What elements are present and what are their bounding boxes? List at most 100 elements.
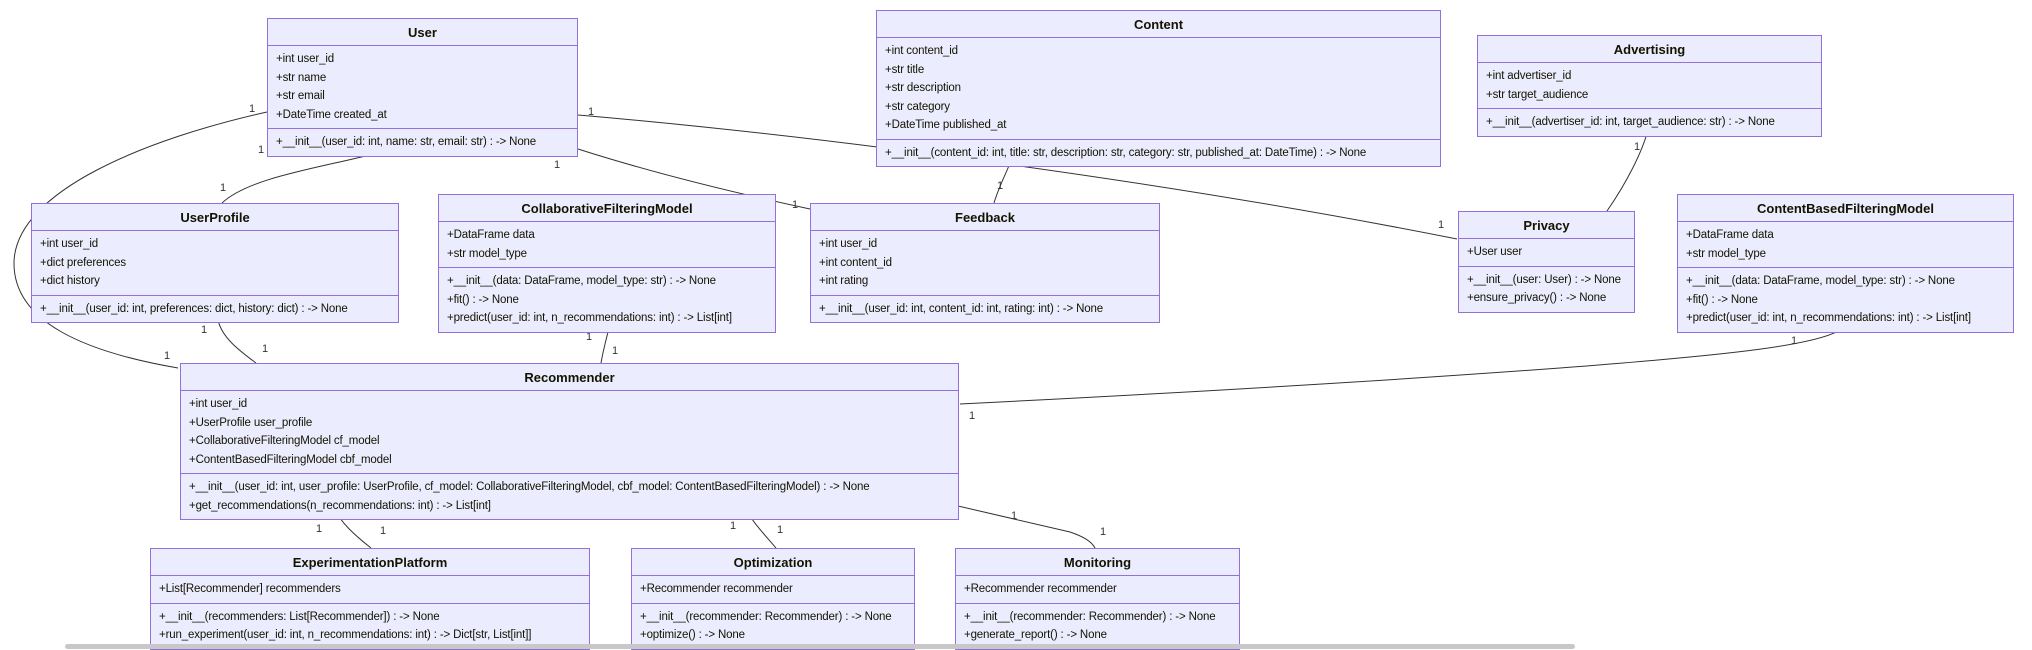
class-attributes: +int user_id+dict preferences+dict histo… bbox=[32, 231, 398, 296]
multiplicity-label: 1 bbox=[969, 410, 976, 422]
class-title: User bbox=[268, 19, 577, 46]
member-row: +dict preferences bbox=[40, 256, 126, 269]
member-row: +User user bbox=[1467, 246, 1523, 258]
class-attributes: +Recommender recommender bbox=[632, 576, 914, 604]
member-row: +ensure_privacy() : -> None bbox=[1467, 292, 1607, 304]
multiplicity-label: 1 bbox=[258, 144, 265, 156]
member-row: +Recommender recommender bbox=[640, 583, 793, 595]
member-row: +int user_id bbox=[276, 53, 334, 65]
member-row: +predict(user_id: int, n_recommendations… bbox=[447, 312, 732, 324]
multiplicity-label: 1 bbox=[730, 520, 737, 532]
member-row: +int user_id bbox=[40, 238, 98, 250]
class-user[interactable]: User +int user_id+str name+str email+Dat… bbox=[267, 18, 578, 157]
member-row: +__init__(user_id: int, content_id: int,… bbox=[819, 302, 1103, 315]
multiplicity-label: 1 bbox=[1100, 526, 1107, 538]
class-title: CollaborativeFilteringModel bbox=[439, 195, 775, 222]
edge-user-feedback bbox=[577, 148, 811, 210]
edge-userprofile-recommender bbox=[217, 319, 257, 364]
class-content[interactable]: Content +int content_id+str title+str de… bbox=[876, 10, 1441, 167]
class-privacy[interactable]: Privacy +User user +__init__(user: User)… bbox=[1458, 211, 1635, 313]
member-row: +DateTime published_at bbox=[885, 119, 1007, 131]
multiplicity-label: 1 bbox=[588, 106, 595, 118]
multiplicity-label: 1 bbox=[554, 159, 561, 171]
class-monitoring[interactable]: Monitoring +Recommender recommender +__i… bbox=[955, 548, 1240, 650]
edge-cfm-recommender bbox=[600, 327, 610, 364]
class-title: Monitoring bbox=[956, 549, 1239, 576]
member-row: +predict(user_id: int, n_recommendations… bbox=[1686, 312, 1971, 324]
edge-recommender-monitoring bbox=[957, 505, 1096, 549]
class-title: UserProfile bbox=[32, 204, 398, 231]
member-row: +Recommender recommender bbox=[964, 583, 1117, 595]
multiplicity-label: 1 bbox=[612, 345, 619, 357]
class-advertising[interactable]: Advertising +int advertiser_id +str targe… bbox=[1477, 35, 1822, 137]
member-row: +str target_audience bbox=[1486, 88, 1589, 101]
multiplicity-label: 1 bbox=[792, 199, 799, 211]
class-methods: +__init__(recommender: Recommender) : ->… bbox=[956, 604, 1239, 649]
class-attributes: +int user_id+str name+str email+DateTime… bbox=[268, 46, 577, 129]
member-row: +__init__(user_id: int, name: str, email… bbox=[276, 136, 537, 148]
class-methods: +__init__(advertiser_id: int, target_aud… bbox=[1478, 109, 1821, 136]
class-methods: +__init__(user: User) : -> None +ensure_p… bbox=[1459, 267, 1634, 312]
multiplicity-label: 1 bbox=[1011, 510, 1018, 522]
class-experimentationplatform[interactable]: ExperimentationPlatform +List[Recommende… bbox=[150, 548, 590, 650]
class-title: Recommender bbox=[181, 364, 958, 391]
member-row: +str email bbox=[276, 90, 325, 102]
multiplicity-label: 1 bbox=[997, 180, 1004, 192]
multiplicity-label: 1 bbox=[380, 525, 387, 537]
member-row: +__init__(recommender: Recommender) : ->… bbox=[964, 610, 1216, 623]
class-attributes: +List[Recommender] recommenders bbox=[151, 576, 589, 604]
class-title: ExperimentationPlatform bbox=[151, 549, 589, 576]
multiplicity-label: 1 bbox=[586, 331, 593, 343]
class-contentbasedfilteringmodel[interactable]: ContentBasedFilteringModel +DataFrame da… bbox=[1677, 194, 2014, 333]
class-userprofile[interactable]: UserProfile +int user_id +dict preference… bbox=[31, 203, 399, 323]
class-feedback[interactable]: Feedback +int user_id+int content_id+int… bbox=[810, 203, 1160, 323]
member-row: +generate_report() : -> None bbox=[964, 629, 1107, 641]
member-row: +get_recommendations(n_recommendations: … bbox=[189, 499, 491, 512]
member-row: +DataFrame data bbox=[1686, 229, 1774, 241]
class-title: Content bbox=[877, 11, 1440, 38]
member-row: +__init__(recommenders: List[Recommender… bbox=[159, 610, 440, 623]
multiplicity-label: 1 bbox=[777, 524, 784, 536]
class-recommender[interactable]: Recommender +int user_id+UserProfile use… bbox=[180, 363, 959, 520]
multiplicity-label: 1 bbox=[220, 182, 227, 194]
member-row: +__init__(user_id: int, preferences: dic… bbox=[40, 302, 348, 315]
member-row: +UserProfile user_profile bbox=[189, 416, 313, 429]
class-methods: +__init__(content_id: int, title: str, d… bbox=[877, 140, 1440, 167]
multiplicity-label: 1 bbox=[262, 343, 269, 355]
member-row: +ContentBasedFilteringModel cbf_model bbox=[189, 453, 392, 466]
member-row: +int content_id bbox=[885, 45, 958, 57]
member-row: +optimize() : -> None bbox=[640, 629, 745, 641]
member-row: +__init__(data: DataFrame, model_type: s… bbox=[447, 275, 716, 287]
class-title: Optimization bbox=[632, 549, 914, 576]
member-row: +List[Recommender] recommenders bbox=[159, 583, 341, 595]
class-attributes: +DataFrame data+str model_type bbox=[439, 222, 775, 268]
member-row: +str description bbox=[885, 82, 961, 94]
edge-advertising-privacy bbox=[1606, 125, 1650, 212]
class-methods: +__init__(user_id: int, name: str, email… bbox=[268, 129, 577, 156]
member-row: +__init__(user: User) : -> None bbox=[1467, 273, 1621, 286]
multiplicity-label: 1 bbox=[1438, 219, 1445, 231]
class-attributes: +DataFrame data+str model_type bbox=[1678, 222, 2013, 268]
class-attributes: +User user bbox=[1459, 239, 1634, 267]
member-row: +__init__(content_id: int, title: str, d… bbox=[885, 146, 1367, 159]
member-row: +int advertiser_id bbox=[1486, 70, 1572, 82]
class-attributes: +int user_id+UserProfile user_profile+Co… bbox=[181, 391, 958, 474]
member-row: +int content_id bbox=[819, 256, 892, 269]
class-title: Feedback bbox=[811, 204, 1159, 231]
edge-user-recommender bbox=[13, 111, 268, 369]
class-title: Privacy bbox=[1459, 212, 1634, 239]
class-methods: +__init__(recommender: Recommender) : ->… bbox=[632, 604, 914, 649]
class-collaborativefilteringmodel[interactable]: CollaborativeFilteringModel +DataFrame d… bbox=[438, 194, 776, 333]
class-methods: +__init__(user_id: int, user_profile: Us… bbox=[181, 474, 958, 519]
class-title: Advertising bbox=[1478, 36, 1821, 63]
member-row: +__init__(data: DataFrame, model_type: s… bbox=[1686, 275, 1955, 287]
horizontal-scrollbar[interactable] bbox=[65, 644, 1575, 649]
member-row: +DataFrame data bbox=[447, 229, 535, 241]
class-attributes: +int content_id+str title+str descriptio… bbox=[877, 38, 1440, 140]
class-methods: +__init__(data: DataFrame, model_type: s… bbox=[1678, 268, 2013, 332]
class-attributes: +int user_id+int content_id+int rating bbox=[811, 231, 1159, 296]
member-row: +str name bbox=[276, 71, 327, 84]
class-methods: +__init__(recommenders: List[Recommender… bbox=[151, 604, 589, 649]
member-row: +int user_id bbox=[819, 238, 877, 250]
class-optimization[interactable]: Optimization +Recommender recommender +_… bbox=[631, 548, 915, 650]
